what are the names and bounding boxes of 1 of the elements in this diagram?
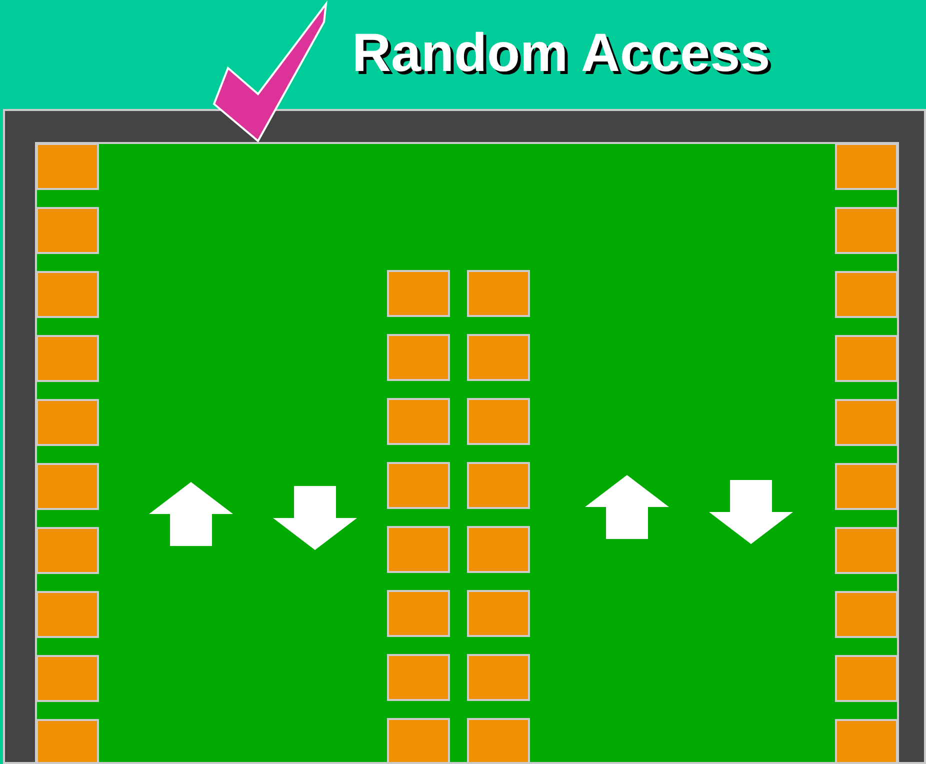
title: Random Access (352, 22, 770, 84)
